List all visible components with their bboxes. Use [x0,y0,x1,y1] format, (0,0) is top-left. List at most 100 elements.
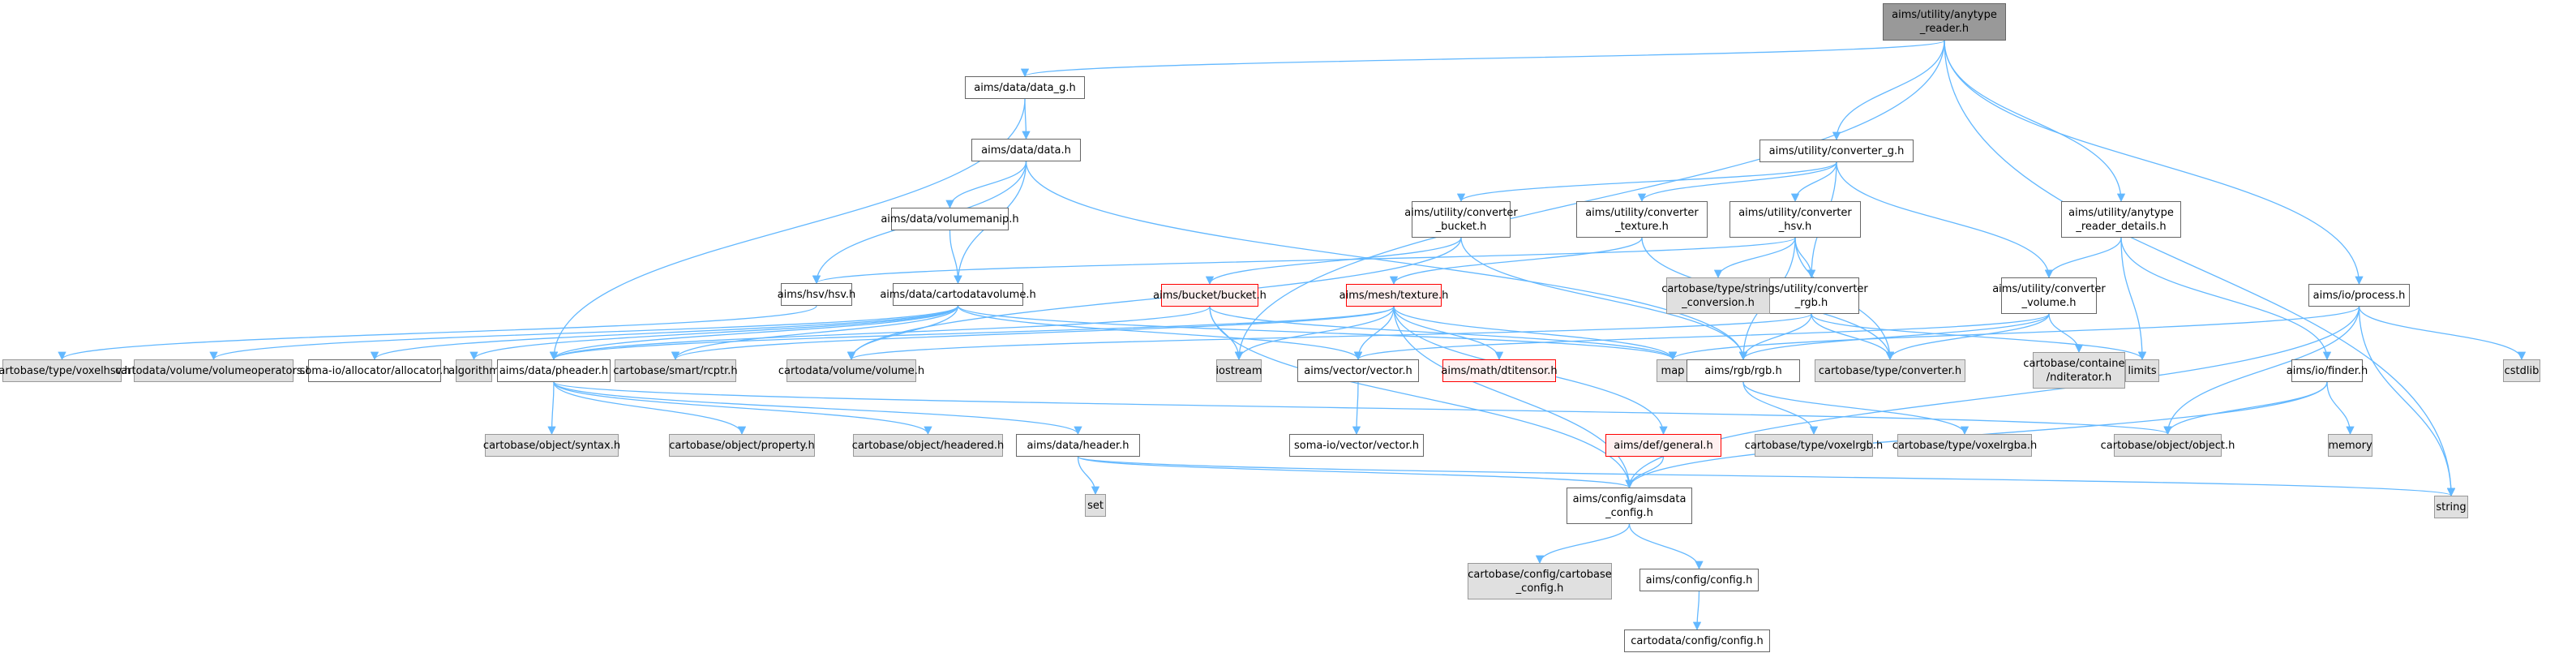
node-aimsdata-config[interactable]: aims/config/aimsdata _config.h [1567,488,1692,524]
node-label: aims/utility/converter_g.h [1768,144,1905,157]
node-label: cartobase/object/headered.h [851,439,1005,452]
node-conv-hsv[interactable]: aims/utility/converter _hsv.h [1729,201,1861,238]
node-cartodatavolume[interactable]: aims/data/cartodatavolume.h [880,283,1036,306]
node-label: cartobase/containers /nditerator.h [2023,357,2135,384]
node-data-g[interactable]: aims/data/data_g.h [965,76,1085,99]
node-data[interactable]: aims/data/data.h [971,139,1081,161]
node-converter-g[interactable]: aims/utility/converter_g.h [1759,140,1914,162]
edge-process-to-map [1669,306,2360,361]
node-label: map [1661,364,1685,377]
edge-data-to-rgb [1025,161,1748,361]
node-conv-rgb[interactable]: aims/utility/converter _rgb.h [1755,277,1868,314]
edge-texture-to-vector [1353,306,1395,361]
node-limits: limits [2125,359,2159,382]
edge-cartodatavolume-to-map [957,305,1677,361]
node-conv-volume[interactable]: aims/utility/converter _volume.h [1992,277,2106,314]
edge-aimsdata-config-to-aims-config [1628,523,1704,570]
edge-conv-volume-to-type-converter [1885,313,2050,361]
node-label: cartodata/volume/volume.h [778,364,925,377]
node-vector[interactable]: aims/vector/vector.h [1297,359,1419,382]
edge-general-to-aimsdata-config [1625,456,1665,489]
edge-volumemanip-to-cartodatavolume [949,230,962,285]
edge-anytype-details-to-conv-volume [2044,237,2122,279]
node-cartodata-config[interactable]: cartodata/config/config.h [1624,629,1770,652]
edge-converter-g-to-conv-volume [1836,161,2054,279]
edge-conv-volume-to-nditerator [2048,313,2084,354]
edge-process-to-string [2358,306,2456,497]
node-conv-bucket[interactable]: aims/utility/converter _bucket.h [1404,201,1518,238]
edge-cartodatavolume-to-volumeoperators [209,305,959,361]
node-rgb[interactable]: aims/rgb/rgb.h [1687,359,1800,382]
node-label: iostream [1215,364,1262,377]
edge-aimsdata-config-to-cartobase-config [1535,523,1631,565]
edge-converter-g-to-conv-hsv [1790,161,1837,203]
node-label: soma-io/vector/vector.h [1293,439,1420,452]
edge-header-to-string [1077,456,2455,497]
node-label: cartobase/config/cartobase _config.h [1468,568,1612,595]
edge-finder-to-object [2163,381,2328,436]
node-volumemanip[interactable]: aims/data/volumemanip.h [881,208,1019,230]
node-voxelrgb: cartobase/type/voxelrgb.h [1745,434,1883,457]
node-type-converter: cartobase/type/converter.h [1815,359,1965,382]
edge-root-to-converter-g [1832,40,1945,141]
node-cstdlib: cstdlib [2503,359,2540,382]
node-cartobase-config: cartobase/config/cartobase _config.h [1468,563,1612,599]
edge-anytype-details-to-finder [2120,237,2332,361]
node-label: aims/mesh/texture.h [1339,289,1449,302]
edge-rgb-to-voxelrgba [1742,381,1970,436]
node-voxelhsv: cartobase/type/voxelhsv.h [0,359,131,382]
node-bucket[interactable]: aims/bucket/bucket.h [1153,284,1267,307]
edge-root-to-anytype-details [1944,40,2126,203]
node-object: cartobase/object/object.h [2101,434,2235,457]
node-process[interactable]: aims/io/process.h [2308,284,2410,307]
node-allocator[interactable]: soma-io/allocator/allocator.h [300,359,449,382]
edge-process-to-object [2163,306,2360,436]
node-label: aims/rgb/rgb.h [1704,364,1782,377]
edge-bucket-to-map [1209,306,1678,361]
node-label: memory [2328,439,2372,452]
edge-root-to-process [1944,40,2364,286]
node-soma-vector[interactable]: soma-io/vector/vector.h [1289,434,1424,457]
node-label: cartobase/type/converter.h [1818,364,1962,377]
node-conv-texture[interactable]: aims/utility/converter _texture.h [1576,201,1708,238]
node-label: aims/config/aimsdata _config.h [1572,492,1687,519]
node-string: string [2434,496,2468,518]
node-label: cartobase/type/voxelrgb.h [1744,439,1884,452]
node-label: aims/utility/converter _texture.h [1585,206,1699,233]
node-aims-config[interactable]: aims/config/config.h [1639,569,1759,591]
edge-pheader-to-object [553,381,2172,436]
node-dtitensor[interactable]: aims/math/dtitensor.h [1441,359,1558,382]
node-label: cartobase/type/voxelhsv.h [0,364,131,377]
node-label: aims/data/cartodatavolume.h [880,288,1036,301]
edge-anytype-details-to-limits [2120,237,2147,361]
node-root: aims/utility/anytype _reader.h [1883,3,2006,41]
node-label: aims/utility/converter _volume.h [1992,282,2106,309]
node-hsv[interactable]: aims/hsv/hsv.h [778,283,855,306]
node-nditerator: cartobase/containers /nditerator.h [2023,352,2135,389]
node-label: aims/data/header.h [1027,439,1129,452]
edge-cartodatavolume-to-algorithm [469,305,959,361]
node-anytype-details[interactable]: aims/utility/anytype _reader_details.h [2061,201,2181,238]
node-label: cartodata/volume/volumeoperators.h [115,364,312,377]
edge-conv-volume-to-vector [1354,313,2050,361]
node-label: aims/def/general.h [1614,439,1713,452]
edge-conv-hsv-to-hsv [812,237,1796,285]
edge-cartodatavolume-to-vector [957,305,1363,361]
node-volume: cartodata/volume/volume.h [778,359,924,382]
node-pheader[interactable]: aims/data/pheader.h [497,359,611,382]
edge-aims-config-to-cartodata-config [1692,591,1702,631]
node-general[interactable]: aims/def/general.h [1605,434,1721,457]
node-map: map [1657,359,1689,382]
edge-conv-texture-to-texture [1389,237,1643,286]
node-label: aims/hsv/hsv.h [777,288,856,301]
node-label: aims/utility/converter _rgb.h [1755,282,1868,309]
node-memory: memory [2328,434,2372,457]
edge-texture-to-pheader [550,306,1395,361]
node-label: aims/config/config.h [1645,574,1753,587]
edge-process-to-cstdlib [2358,306,2527,361]
node-texture[interactable]: aims/mesh/texture.h [1339,284,1448,307]
node-header[interactable]: aims/data/header.h [1016,434,1140,457]
node-property: cartobase/object/property.h [669,434,815,457]
node-finder[interactable]: aims/io/finder.h [2287,359,2368,382]
